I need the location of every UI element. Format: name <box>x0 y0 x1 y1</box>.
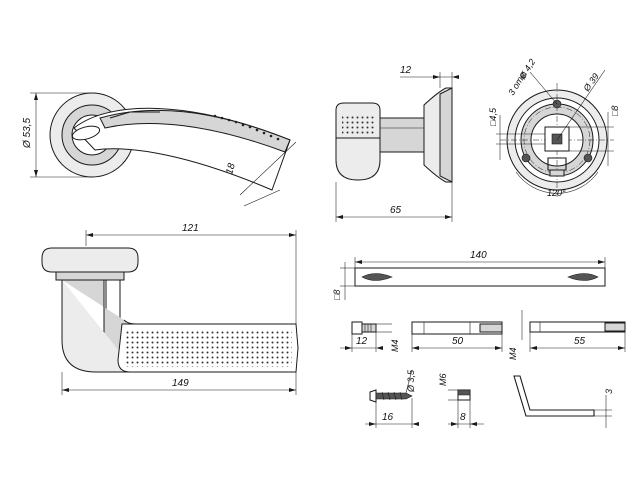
dim-rosette-depth: 12 <box>400 65 412 76</box>
dim-side-length: 65 <box>390 205 402 216</box>
lever-top-band <box>99 109 291 153</box>
fastener-rod-50: 50 M4 <box>411 321 518 360</box>
dim-rod-len-50: 50 <box>452 336 464 347</box>
dim-rod-m4: M4 <box>508 347 518 360</box>
dim-lever-width: 18 <box>224 162 238 176</box>
set-screw: 8 M6 <box>438 373 484 428</box>
dim-screw-m4: M4 <box>390 339 400 352</box>
side-view: 12 65 <box>335 65 459 222</box>
dim-wood-screw-len: 16 <box>382 412 394 423</box>
back-plate-view: Ø 4,2 3 отв. Ø 39 □4,5 □8 120° <box>488 57 620 198</box>
spindle-bar <box>354 267 606 287</box>
lever-face-perforation <box>126 329 292 367</box>
hex-key: 3 <box>513 375 614 428</box>
dim-spindle-square: □8 <box>332 290 342 300</box>
dim-set-screw-m6: M6 <box>438 373 448 386</box>
dim-rosette-diameter: Ø 53,5 <box>22 118 33 149</box>
dim-holes-count: 3 отв. <box>506 69 529 97</box>
top-view: Ø 53,5 18 <box>22 92 297 207</box>
dim-bolt-circle: Ø 39 <box>581 71 601 94</box>
dim-square-small: □4,5 <box>488 107 498 126</box>
dim-overall-length: 149 <box>172 378 189 389</box>
front-view: 121 149 <box>41 223 299 395</box>
lever-end-perforation <box>342 114 374 134</box>
lever-perforation <box>213 114 280 141</box>
dim-spindle-length: 140 <box>470 250 487 261</box>
dim-set-screw-len: 8 <box>460 412 466 423</box>
wood-screw: 16 Ø 3,5 <box>365 369 419 428</box>
dim-screw-len-12: 12 <box>356 336 368 347</box>
dim-lever-length: 121 <box>182 223 199 234</box>
dim-hex-key: 3 <box>604 389 614 394</box>
dim-angle: 120° <box>547 188 566 198</box>
dim-wood-screw-dia: Ø 3,5 <box>406 369 416 393</box>
fastener-rod-55: 55 <box>521 310 626 352</box>
fastener-screw-12: 12 M4 <box>340 321 400 352</box>
dim-rod-len-55: 55 <box>574 336 586 347</box>
dim-square-8: □8 <box>610 106 620 116</box>
spindle: 140 □8 <box>332 250 606 300</box>
